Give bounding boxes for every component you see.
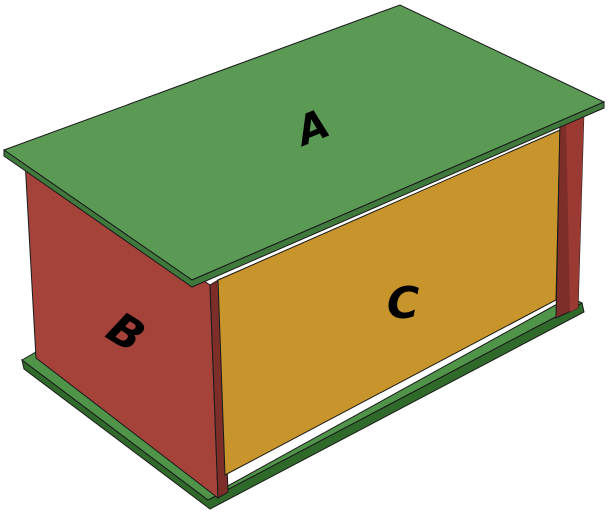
- side-panel-right-face: [566, 108, 584, 312]
- top-panel-a-edge: [3, 101, 605, 288]
- label-c: C: [387, 278, 419, 329]
